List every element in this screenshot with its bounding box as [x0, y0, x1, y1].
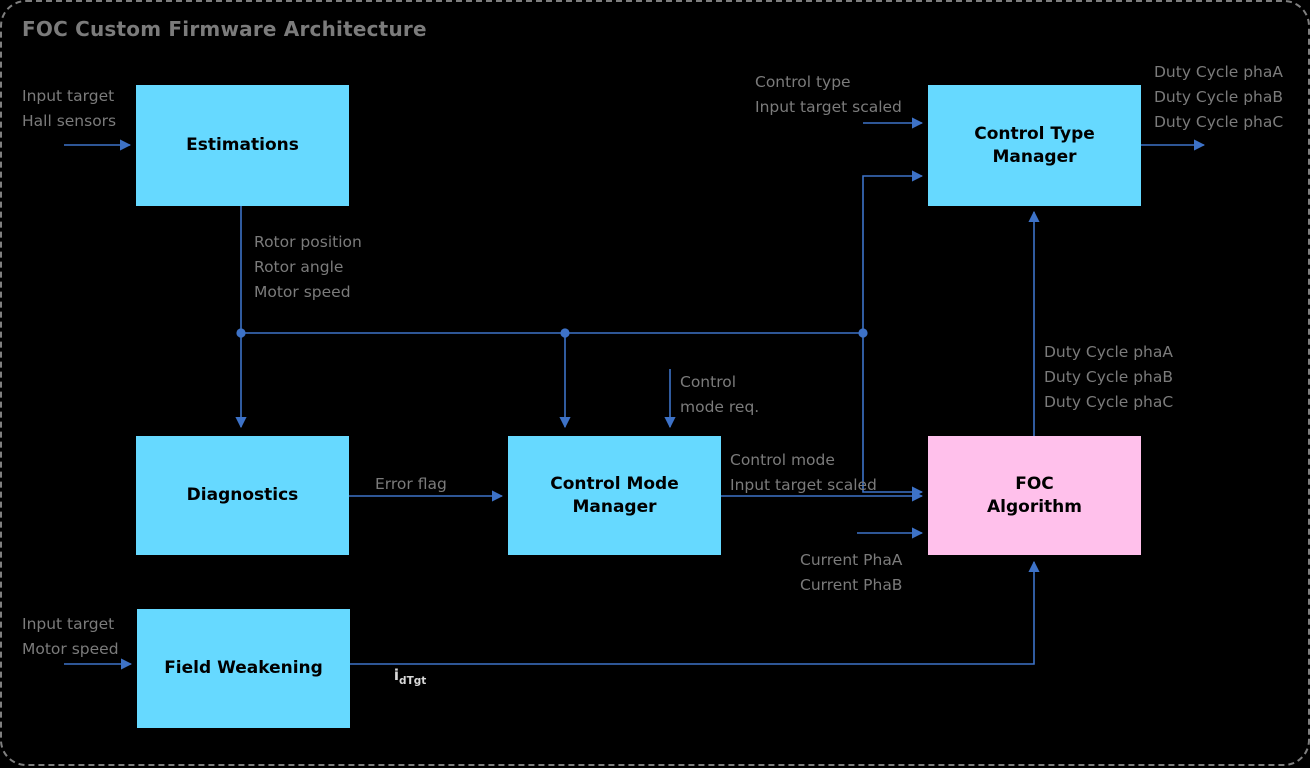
label-control-mode-output: Control mode Input target scaled: [730, 451, 877, 495]
node-label: Control Mode Manager: [550, 474, 679, 517]
node-foc-algorithm[interactable]: FOC Algorithm: [928, 436, 1141, 555]
node-label: Diagnostics: [186, 485, 299, 506]
node-label: Estimations: [186, 135, 299, 156]
label-error-flag: Error flag: [375, 475, 447, 493]
label-estimations-inputs: Input target Hall sensors: [22, 87, 117, 131]
node-field-weakening[interactable]: Field Weakening: [137, 609, 350, 728]
wire-fieldweakening-to-foc: [350, 560, 1040, 665]
label-id-target: idTgt: [373, 639, 426, 715]
node-control-type-manager[interactable]: Control Type Manager: [928, 85, 1141, 206]
label-control-type-inputs: Control type Input target scaled: [755, 73, 902, 117]
node-label: FOC Algorithm: [987, 474, 1082, 517]
label-current-phases: Current PhaA Current PhaB: [800, 551, 903, 595]
junction-dot: [858, 328, 868, 338]
junction-dot: [236, 328, 246, 338]
id-target-base: i: [393, 666, 400, 685]
id-target-subscript: dTgt: [399, 675, 427, 688]
label-control-mode-req: Control mode req.: [680, 373, 760, 417]
node-label: Control Type Manager: [974, 124, 1095, 167]
wire-bus-to-foc: [862, 333, 924, 498]
node-estimations[interactable]: Estimations: [136, 85, 349, 206]
node-label: Field Weakening: [164, 658, 323, 679]
node-control-mode-manager[interactable]: Control Mode Manager: [508, 436, 721, 555]
label-estimations-outputs: Rotor position Rotor angle Motor speed: [254, 233, 362, 302]
label-field-weakening-inputs: Input target Motor speed: [22, 615, 119, 659]
wire-junctions: [236, 328, 868, 338]
node-diagnostics[interactable]: Diagnostics: [136, 436, 349, 555]
wire-bus-to-ctm: [862, 170, 924, 333]
junction-dot: [560, 328, 570, 338]
label-duty-cycle-outputs-top: Duty Cycle phaA Duty Cycle phaB Duty Cyc…: [1154, 63, 1284, 132]
label-duty-cycle-outputs-mid: Duty Cycle phaA Duty Cycle phaB Duty Cyc…: [1044, 343, 1174, 412]
diagram-title: FOC Custom Firmware Architecture: [22, 17, 427, 41]
